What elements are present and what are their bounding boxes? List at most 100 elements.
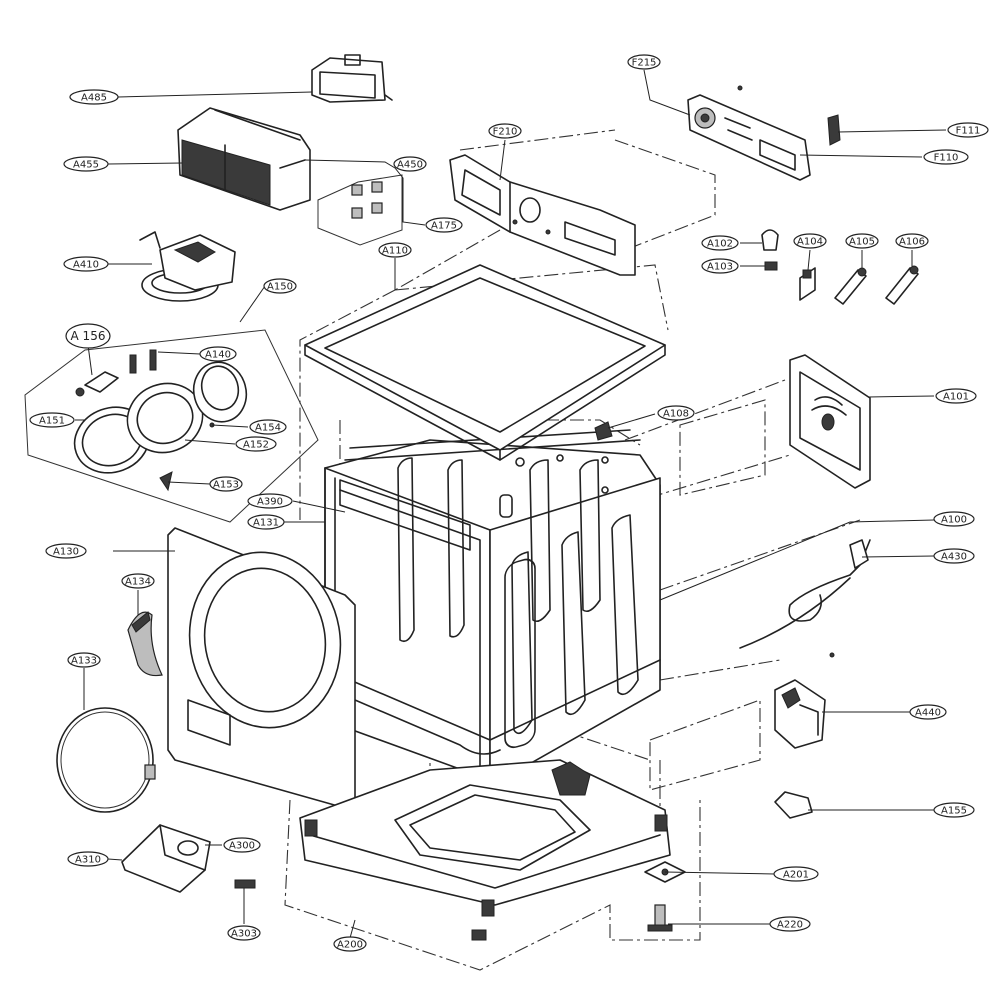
label-a151: A151: [29, 412, 75, 428]
label-a440: A440: [909, 704, 947, 720]
label-a455: A455: [63, 156, 109, 172]
cabinet-a100: [324, 429, 661, 781]
label-a108: A108: [657, 405, 695, 421]
top-plate-a110: [304, 264, 666, 461]
label-f215: F215: [627, 54, 661, 70]
label-a150: A150: [263, 278, 297, 294]
label-oval: [845, 233, 879, 249]
label-a153: A153: [209, 476, 243, 492]
label-text: A101: [943, 392, 969, 403]
label-text: A200: [337, 940, 363, 951]
label-text: A131: [253, 518, 279, 529]
parts-right: [594, 229, 919, 819]
label-a100: A100: [933, 511, 975, 527]
label-a154: A154: [249, 419, 287, 435]
label-a106: A106: [895, 233, 929, 249]
clamp-ring-a133: [56, 707, 156, 813]
label-oval: [769, 916, 811, 932]
label-oval: [247, 514, 285, 530]
label-oval: [199, 346, 237, 362]
label-oval: [909, 704, 947, 720]
label-a200: A200: [333, 936, 367, 952]
label-text: A201: [783, 870, 809, 881]
label-a156: A 156: [65, 323, 111, 349]
label-oval: [378, 242, 412, 258]
label-a450: A450: [393, 156, 427, 172]
label-oval: [933, 802, 975, 818]
label-text: A410: [73, 260, 99, 271]
label-oval: [935, 388, 977, 404]
label-oval: [793, 233, 827, 249]
label-oval: [895, 233, 929, 249]
label-text: F215: [632, 58, 657, 69]
leader-lines: [75, 69, 947, 939]
pump-a410: [139, 231, 236, 302]
label-a430: A430: [933, 548, 975, 564]
label-text: A450: [397, 160, 423, 171]
group-boundary-a450: [317, 174, 403, 246]
label-text: A104: [797, 237, 823, 248]
label-a133: A133: [67, 652, 101, 668]
part-a455: [177, 107, 311, 211]
label-oval: [67, 652, 101, 668]
label-a300: A300: [223, 837, 261, 853]
label-a102: A102: [701, 235, 739, 251]
label-a410: A410: [63, 256, 109, 272]
door-group-a150: [73, 349, 248, 492]
label-text: A102: [707, 239, 733, 250]
label-text: A300: [229, 841, 255, 852]
label-oval: [67, 851, 109, 867]
label-oval: [263, 278, 297, 294]
label-a303: A303: [227, 925, 261, 941]
label-text: A390: [257, 497, 283, 508]
label-oval: [247, 493, 293, 509]
label-text: A151: [39, 416, 65, 427]
label-oval: [947, 122, 989, 138]
label-text: A106: [899, 237, 925, 248]
label-a175: A175: [425, 217, 463, 233]
latch-a134: [127, 611, 163, 677]
label-oval: [627, 54, 661, 70]
label-oval: [235, 436, 277, 452]
leg-a220: [647, 904, 673, 932]
label-a155: A155: [933, 802, 975, 818]
label-text: A140: [205, 350, 231, 361]
label-oval: [65, 323, 111, 349]
label-oval: [393, 156, 427, 172]
label-a390: A390: [247, 493, 293, 509]
label-oval: [121, 573, 155, 589]
label-text: A108: [663, 409, 689, 420]
label-oval: [69, 89, 119, 105]
label-f210: F210: [488, 123, 522, 139]
label-text: A150: [267, 282, 293, 293]
label-a105: A105: [845, 233, 879, 249]
label-a130: A130: [45, 543, 87, 559]
label-text: A155: [941, 806, 967, 817]
label-a220: A220: [769, 916, 811, 932]
label-text: A455: [73, 160, 99, 171]
label-a131: A131: [247, 514, 285, 530]
fasteners-a450: [351, 181, 383, 219]
label-a152: A152: [235, 436, 277, 452]
label-a140: A140: [199, 346, 237, 362]
label-oval: [249, 419, 287, 435]
label-a485: A485: [69, 89, 119, 105]
label-oval: [29, 412, 75, 428]
label-oval: [63, 156, 109, 172]
label-oval: [701, 258, 739, 274]
label-f111: F111: [947, 122, 989, 138]
cover-a310: [121, 824, 211, 893]
label-oval: [333, 936, 367, 952]
label-text: A310: [75, 855, 101, 866]
label-text: A110: [382, 246, 408, 257]
label-oval: [701, 235, 739, 251]
label-text: A153: [213, 480, 239, 491]
label-oval: [425, 217, 463, 233]
label-oval: [773, 866, 819, 882]
label-text: A175: [431, 221, 457, 232]
label-oval: [209, 476, 243, 492]
label-text: A130: [53, 547, 79, 558]
label-oval: [45, 543, 87, 559]
label-text: A133: [71, 656, 97, 667]
